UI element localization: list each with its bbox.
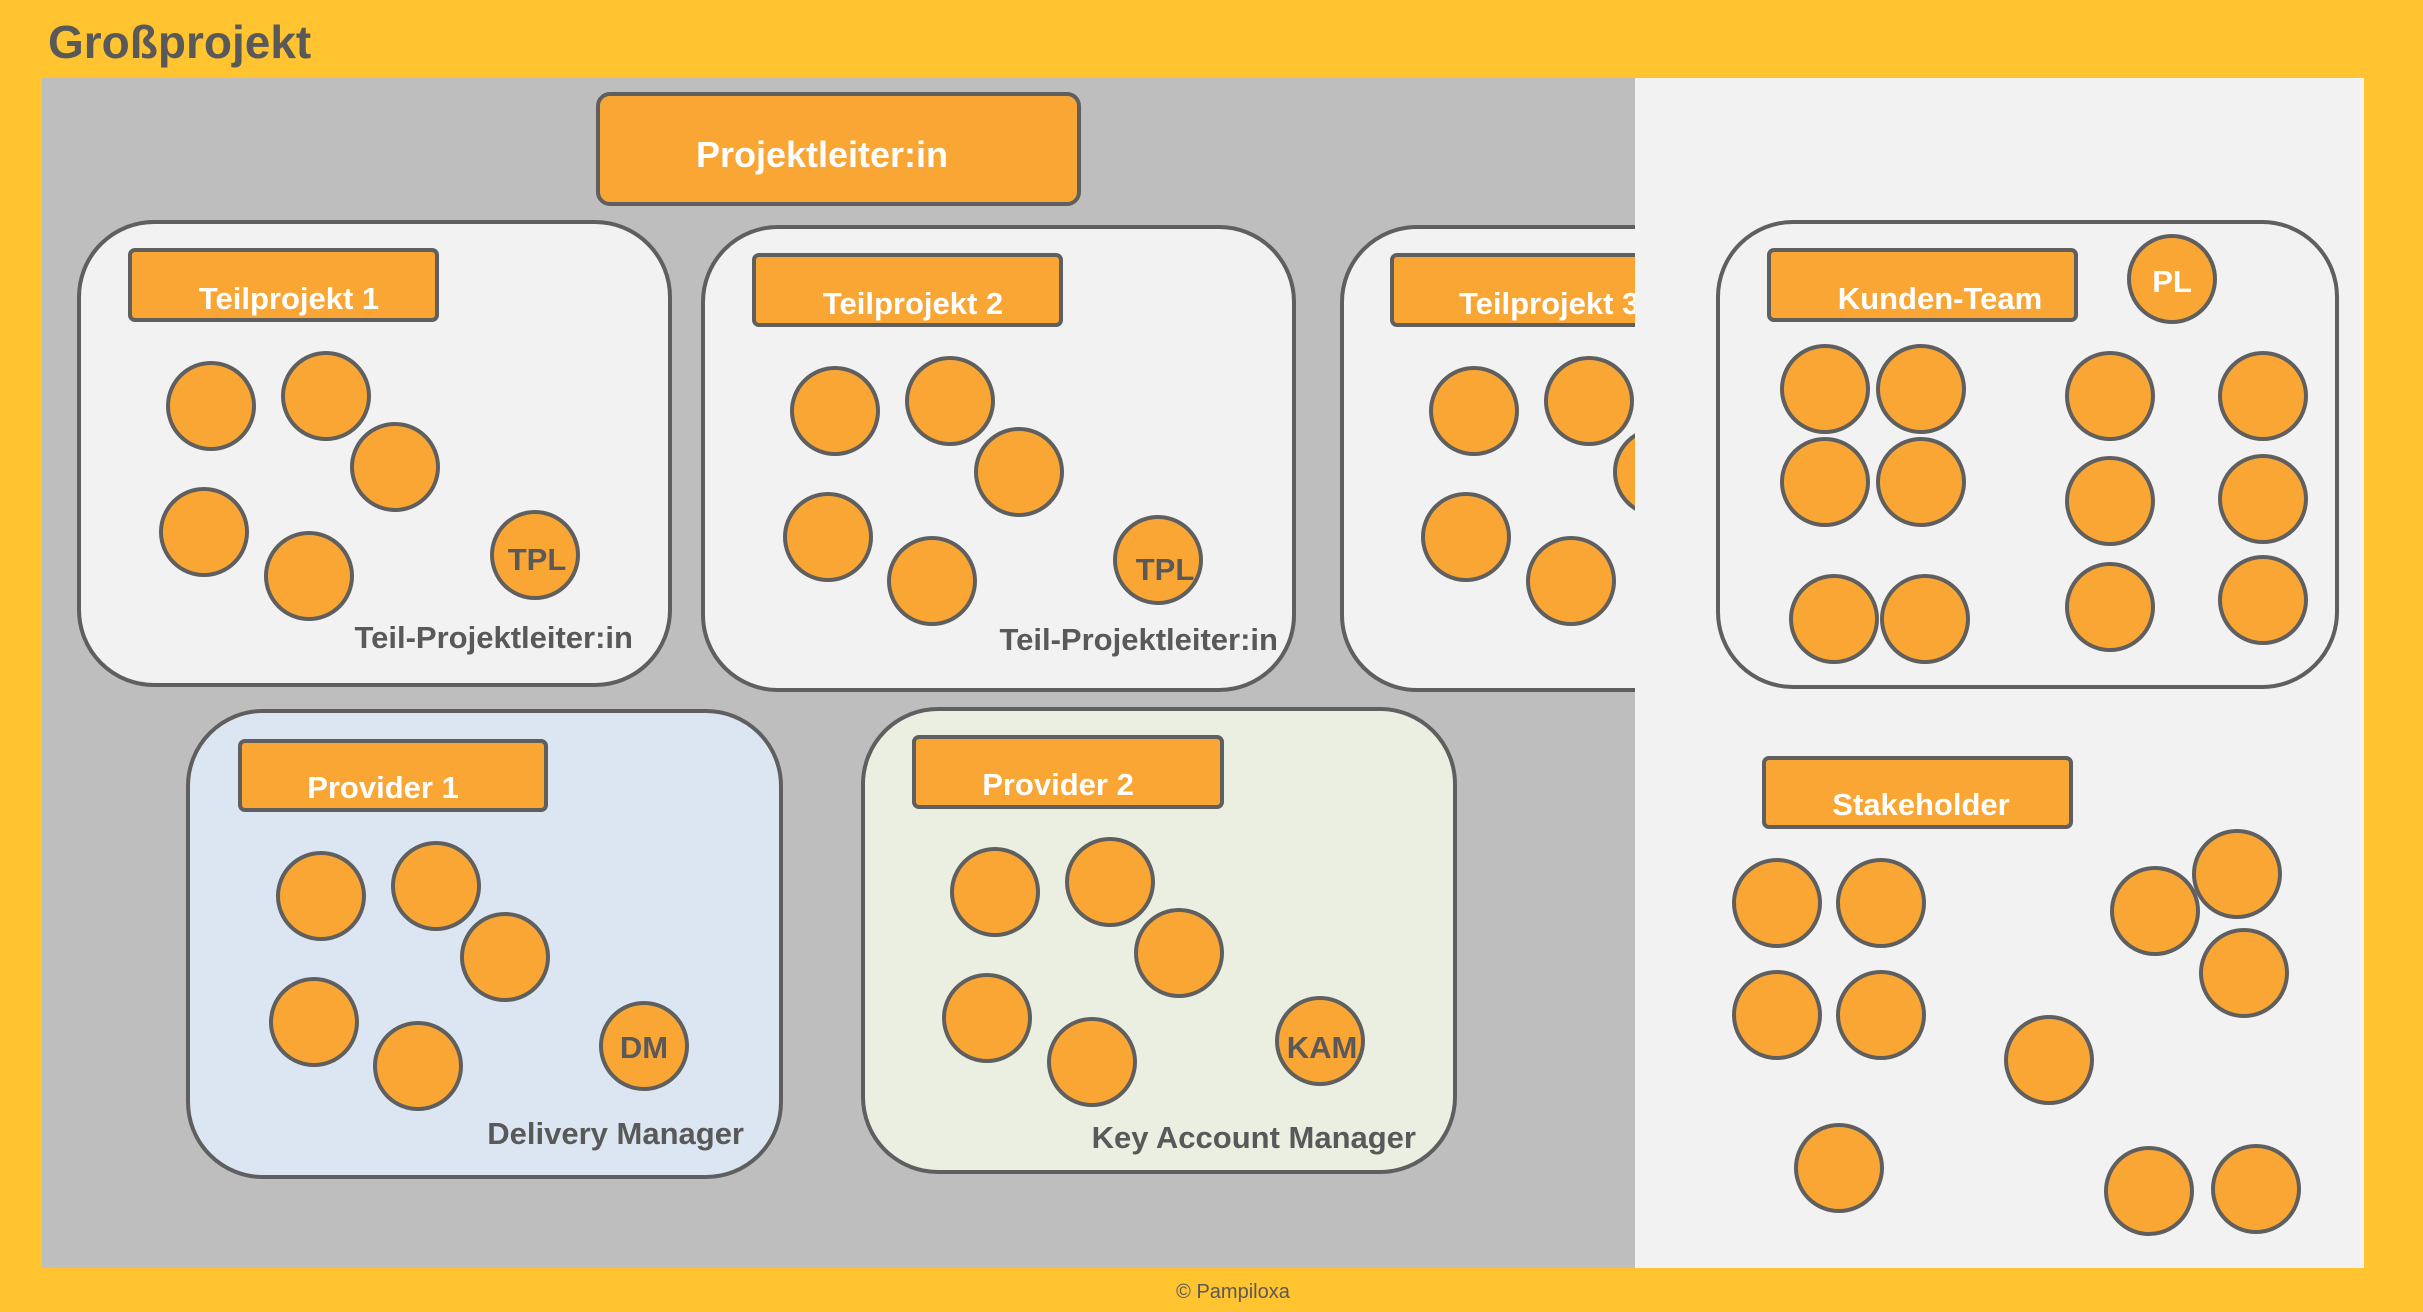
dm-caption: Delivery Manager (487, 1116, 744, 1151)
teilprojekt-1-label: Teilprojekt 1 (199, 281, 379, 316)
provider-2-group: Provider 2 KAM Key Account Manager (861, 707, 1457, 1174)
provider-1-group: Provider 1 DM Delivery Manager (186, 709, 783, 1179)
provider-2-label: Provider 2 (982, 767, 1134, 802)
tpl-1-caption: Teil-Projektleiter:in (355, 620, 634, 655)
teilprojekt-2-label: Teilprojekt 2 (823, 286, 1003, 321)
projektleiter-label: Projektleiter:in (696, 134, 948, 175)
team-members (1780, 344, 2308, 664)
provider-1-label: Provider 1 (307, 770, 459, 805)
team-members (783, 356, 1203, 626)
pl-badge: PL (2152, 264, 2192, 299)
page-title: Großprojekt (48, 16, 311, 68)
tpl-2-caption: Teil-Projektleiter:in (1000, 622, 1279, 657)
kam-caption: Key Account Manager (1092, 1120, 1416, 1155)
pl-badge-circle (2127, 234, 2217, 324)
team-members (269, 841, 689, 1111)
team-members (159, 351, 580, 621)
tpl-1-badge: TPL (508, 542, 567, 577)
team-members (1421, 356, 1635, 626)
stakeholder-members (1732, 829, 2301, 1236)
stakeholder-label: Stakeholder (1832, 787, 2009, 822)
kunden-team-label: Kunden-Team (1838, 281, 2042, 316)
kam-badge: KAM (1287, 1030, 1358, 1065)
teilprojekt-1-group: Teilprojekt 1 TPL Teil-Projektleiter:in (77, 220, 672, 687)
stakeholder-group: Stakeholder (1732, 756, 2301, 1236)
team-members (942, 837, 1365, 1107)
teilprojekt-2-group: Teilprojekt 2 TPL Teil-Projektleiter:in (701, 225, 1296, 692)
dm-badge: DM (620, 1030, 668, 1065)
tpl-2-badge: TPL (1136, 552, 1195, 587)
footer-copyright: © Pampiloxa (1176, 1281, 1291, 1303)
projektleiter-node: Projektleiter:in (596, 92, 1081, 206)
kunden-team-group: Kunden-Team PL (1716, 220, 2339, 689)
teilprojekt-3-group: Teilprojekt 3 (1340, 225, 1639, 692)
teilprojekt-3-label: Teilprojekt 3 (1459, 286, 1639, 321)
